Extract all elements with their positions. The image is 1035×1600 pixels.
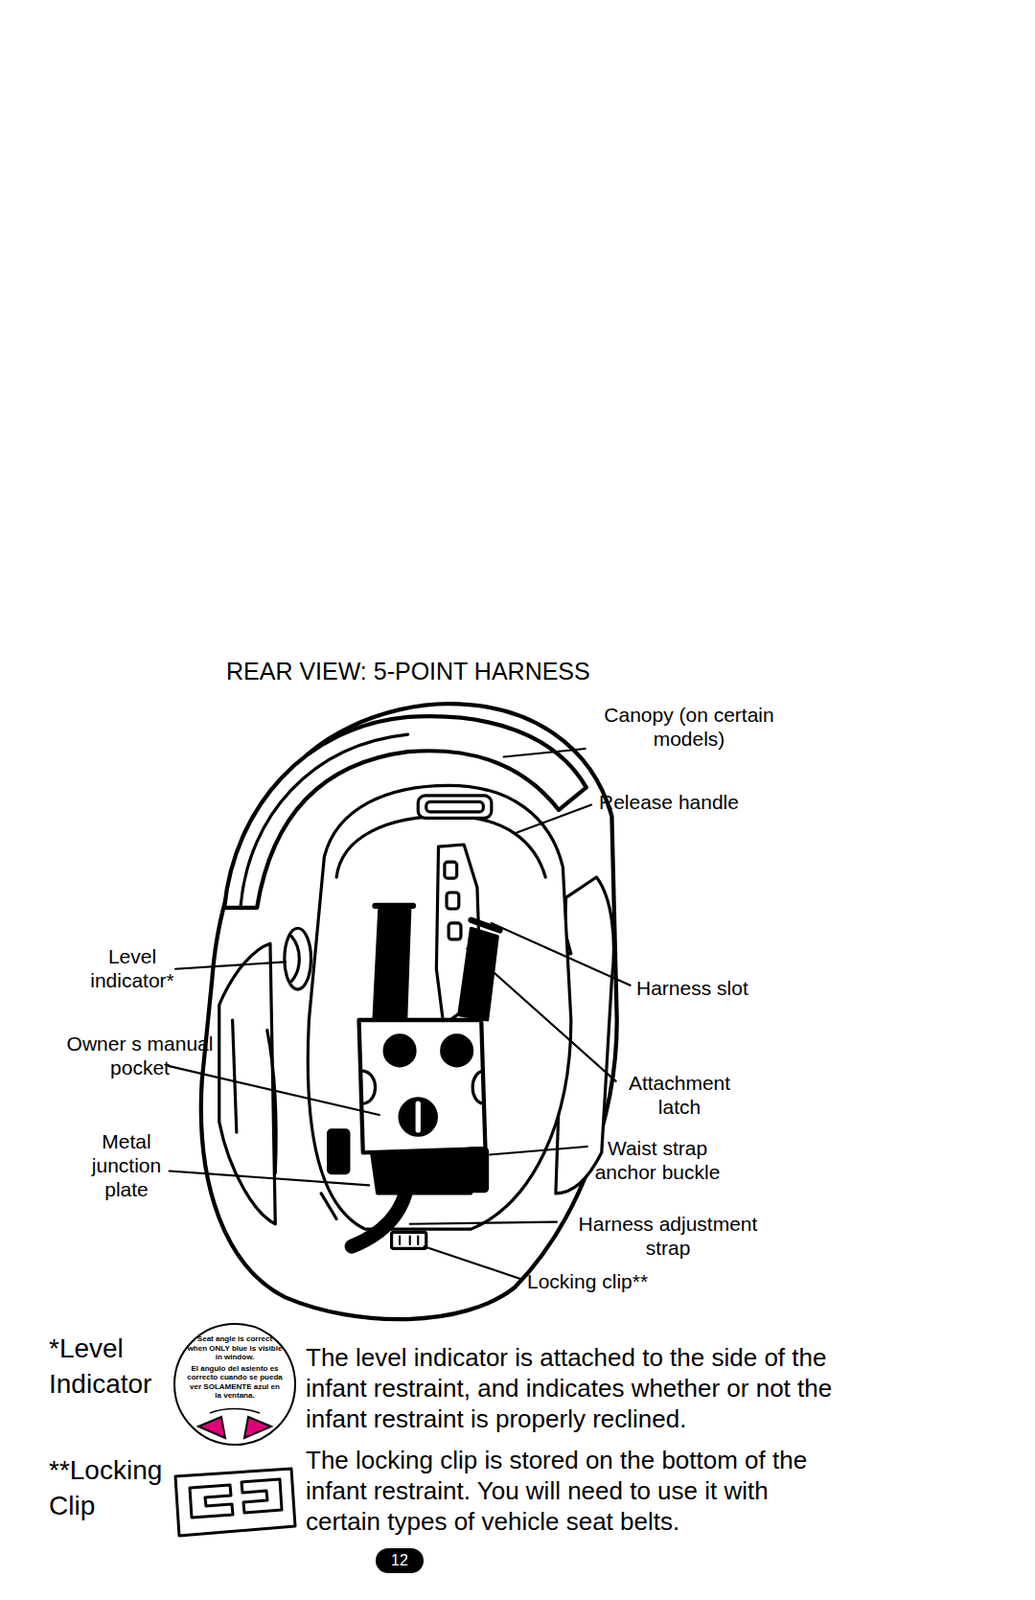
- part-label: Metal junction plate: [81, 1128, 173, 1201]
- badge-caption: El ángulo del asiento es correcto cuando…: [186, 1363, 283, 1401]
- badge-caption: Seat angle is correct when ONLY blue is …: [186, 1334, 283, 1362]
- note-text: The locking clip is stored on the bottom…: [305, 1444, 843, 1537]
- inset-heading: *Level Indicator: [48, 1330, 169, 1402]
- part-label: Release handle: [598, 789, 782, 814]
- part-label: Level indicator*: [79, 943, 185, 992]
- part-label: Attachment latch: [612, 1070, 747, 1119]
- note-text: The level indicator is attached to the s…: [305, 1341, 843, 1434]
- part-label: Waist strap anchor buckle: [580, 1135, 735, 1184]
- part-label: Harness slot: [636, 975, 790, 1000]
- figure-title: REAR VIEW: 5-POINT HARNESS: [226, 657, 591, 686]
- page-number-text: 12: [375, 1547, 424, 1573]
- page-number: 12: [375, 1547, 424, 1573]
- part-label: Canopy (on certain models): [593, 702, 785, 751]
- inset-heading: **Locking Clip: [48, 1451, 169, 1523]
- part-label: Locking clip**: [527, 1268, 690, 1293]
- part-label: Harness adjustment strap: [565, 1211, 772, 1260]
- level-indicator-badge: Seat angle is correct when ONLY blue is …: [171, 1320, 299, 1448]
- badge-text: Seat angle is correct when ONLY blue is …: [186, 1334, 283, 1403]
- locking-clip-icon: [175, 1468, 296, 1536]
- part-label: Owner s manual pocket: [51, 1031, 230, 1080]
